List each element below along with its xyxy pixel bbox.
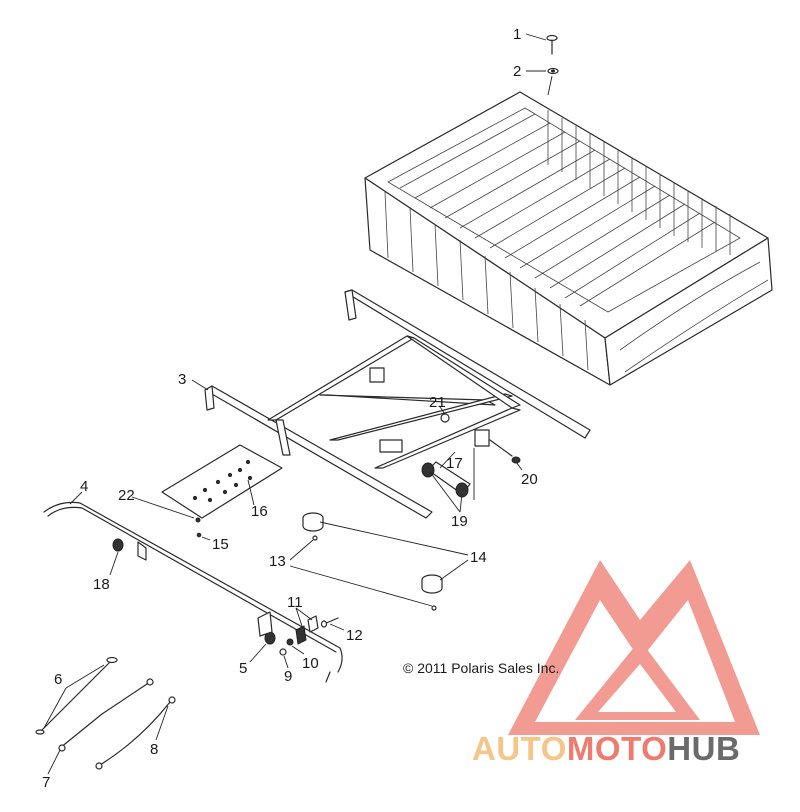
fastener-part-20 — [489, 439, 521, 464]
callout-15: 15 — [212, 536, 229, 553]
callout-3: 3 — [178, 371, 186, 388]
callout-1: 1 — [513, 26, 521, 43]
brand-wordmark: AUTOMOTOHUB — [472, 730, 740, 767]
callout-10: 10 — [302, 655, 319, 672]
callout-12: 12 — [346, 627, 363, 644]
cargo-box — [364, 91, 773, 386]
callout-16: 16 — [251, 503, 268, 520]
gas-strut-part-7 — [58, 678, 154, 752]
pin-part-13b — [431, 605, 437, 611]
bumper-part-14 — [302, 512, 443, 594]
callout-13: 13 — [269, 553, 286, 570]
pin-part-13a — [312, 535, 318, 541]
cylinder-part-17 — [421, 461, 471, 498]
callout-22: 22 — [118, 487, 135, 504]
callout-4: 4 — [80, 478, 88, 495]
rod-part-4 — [43, 501, 343, 683]
cable-part-8 — [95, 696, 176, 770]
callout-6: 6 — [54, 671, 62, 688]
leader-lines — [43, 33, 547, 775]
callout-20: 20 — [521, 471, 538, 488]
frame-part-3 — [204, 289, 591, 519]
washer-part-2 — [547, 67, 559, 75]
pin-part-22 — [195, 517, 201, 523]
bolt-part-1 — [546, 34, 558, 55]
bolt-part-12 — [320, 617, 339, 628]
callout-7: 7 — [42, 774, 50, 791]
callout-19: 19 — [451, 513, 468, 530]
callout-11: 11 — [287, 594, 303, 611]
callout-2: 2 — [513, 63, 521, 80]
watermark-logo — [508, 560, 760, 735]
latch-part-5 — [257, 611, 276, 645]
callout-14: 14 — [470, 549, 487, 566]
callout-17: 17 — [446, 455, 463, 472]
brand-part-moto: MOTO — [567, 730, 667, 767]
bracket-part-11 — [295, 615, 319, 645]
brand-part-hub: HUB — [667, 730, 740, 767]
brand-part-auto: AUTO — [472, 730, 567, 767]
callout-8: 8 — [150, 741, 158, 758]
callout-5: 5 — [239, 660, 247, 677]
plate-part-16 — [161, 444, 283, 519]
nut-part-10 — [286, 638, 294, 646]
latch-part-18 — [112, 538, 147, 561]
callout-18: 18 — [93, 576, 110, 593]
callout-21: 21 — [429, 394, 446, 411]
copyright-text: © 2011 Polaris Sales Inc. — [403, 660, 559, 676]
nut-part-21 — [440, 413, 450, 423]
pin-part-6 — [35, 656, 118, 735]
washer-part-9 — [279, 648, 287, 656]
callout-labels: 1 2 3 4 5 6 7 8 9 10 11 12 13 14 15 16 1… — [42, 26, 538, 791]
callout-9: 9 — [284, 668, 292, 685]
pin-part-15 — [196, 532, 202, 538]
